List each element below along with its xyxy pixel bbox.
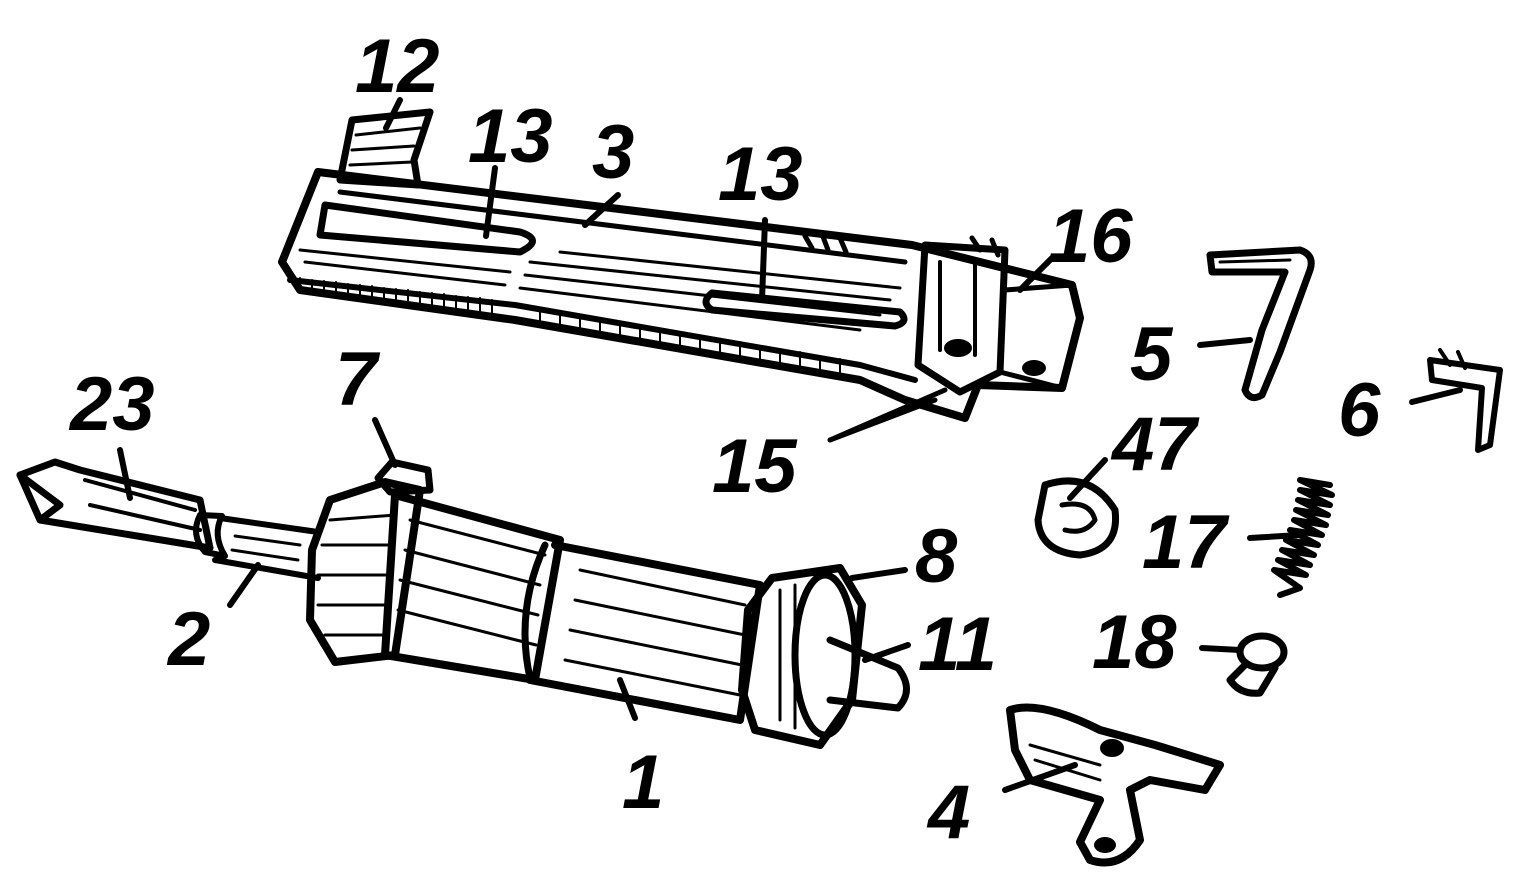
label-3: 3 — [592, 110, 634, 195]
part-spring — [1271, 477, 1335, 598]
part-cover-rail — [278, 108, 1084, 422]
label-18: 18 — [1092, 600, 1177, 685]
label-7: 7 — [335, 337, 381, 422]
part-trigger — [1006, 703, 1224, 867]
label-1: 1 — [622, 740, 664, 825]
part-bolt-carrier — [306, 458, 910, 749]
part-gas-tube — [16, 458, 321, 581]
part-bracket — [1427, 348, 1503, 453]
label-13-front: 13 — [718, 132, 803, 217]
label-5: 5 — [1130, 312, 1174, 397]
label-13-rear: 13 — [468, 94, 553, 179]
part-lever — [1206, 246, 1315, 402]
leader-lines — [117, 97, 1463, 793]
callout-labels: 12 13 3 13 16 5 6 7 23 15 47 8 17 2 11 1… — [68, 24, 1381, 855]
part-pin — [1226, 632, 1288, 697]
label-47: 47 — [1110, 402, 1200, 487]
label-2: 2 — [166, 597, 210, 682]
label-23: 23 — [68, 362, 155, 447]
label-12: 12 — [355, 24, 440, 109]
label-15: 15 — [712, 424, 798, 509]
label-16: 16 — [1048, 194, 1133, 279]
label-8: 8 — [915, 514, 958, 599]
label-4: 4 — [926, 770, 970, 855]
label-11: 11 — [918, 602, 997, 687]
label-17: 17 — [1142, 500, 1230, 585]
label-6: 6 — [1338, 368, 1381, 453]
